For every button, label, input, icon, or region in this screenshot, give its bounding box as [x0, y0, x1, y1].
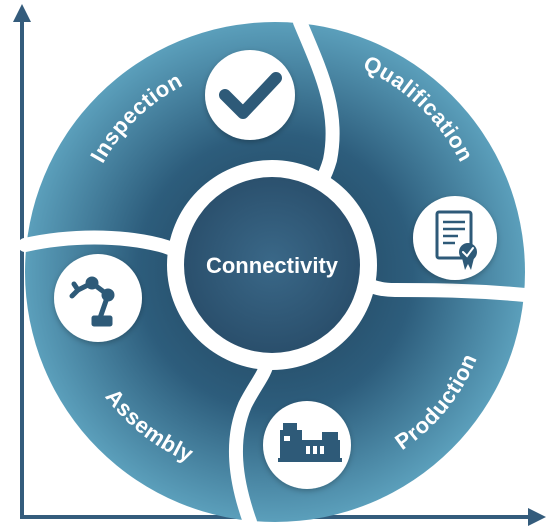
y-axis-arrow: [13, 4, 31, 22]
assembly-badge: [54, 254, 142, 342]
checkmark-icon: [219, 72, 282, 119]
hub-label: Connectivity: [206, 253, 339, 278]
hub-circle: [184, 177, 360, 353]
robot-arm-icon: [69, 276, 115, 327]
machine-icon: [278, 423, 342, 462]
x-axis-arrow: [528, 508, 546, 526]
certificate-icon: [435, 210, 477, 270]
inspection-badge: [205, 50, 295, 140]
separator-bottom: [228, 353, 275, 529]
